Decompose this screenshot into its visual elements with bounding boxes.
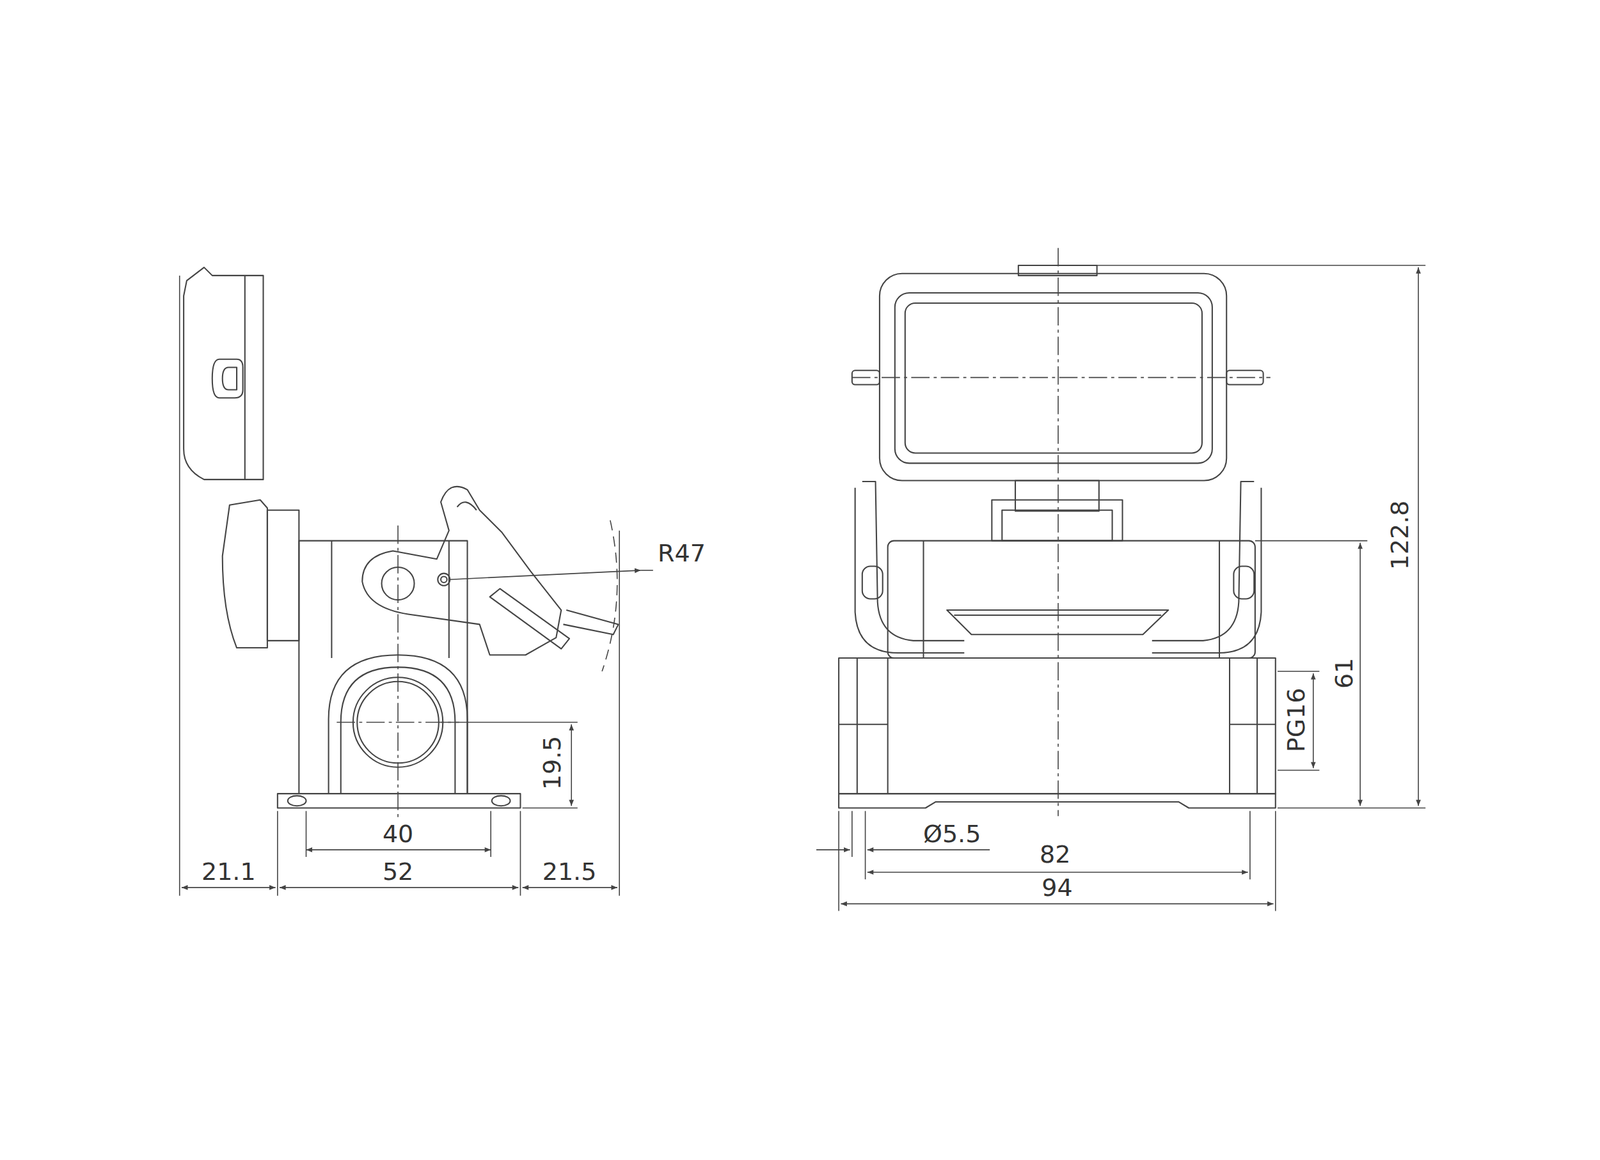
side-view-centerlines (336, 525, 459, 828)
locking-lever (437, 573, 450, 587)
front-view-housing (1218, 541, 1220, 659)
dimension-label: PG16 (1283, 686, 1311, 755)
locking-bail (1152, 481, 1262, 654)
locking-lever (490, 589, 570, 650)
dimension-label: 94 (1039, 875, 1075, 903)
front-view-centerlines (852, 377, 1271, 379)
side-view-cover (222, 367, 237, 390)
front-view-dimensions (816, 849, 851, 851)
side-view-dimensions (522, 887, 618, 889)
locking-bail (862, 566, 883, 599)
front-view-dimensions (1255, 540, 1368, 542)
front-view-dimensions (840, 903, 1274, 906)
locking-lever (440, 576, 448, 583)
front-view-dimensions (851, 811, 853, 858)
side-view-cover (267, 510, 299, 642)
side-view-centerlines (397, 525, 399, 828)
lever-swing-arc (601, 520, 618, 672)
side-view-dimensions (181, 887, 276, 889)
front-view-housing (838, 793, 1276, 808)
side-view-housing (491, 795, 511, 807)
front-view-dimensions (1097, 264, 1426, 267)
side-view-dimensions (306, 849, 492, 851)
front-view-dimensions (816, 265, 1426, 912)
locking-bail (1233, 566, 1254, 599)
locking-bail (1152, 488, 1262, 654)
front-view-dimensions (1277, 770, 1320, 772)
front-view-housing (838, 724, 888, 726)
side-view-dimensions (520, 811, 522, 896)
front-view-dimensions (1312, 673, 1315, 769)
front-view-dimensions (838, 811, 840, 911)
dimension-label: 82 (1037, 841, 1073, 869)
front-view-dimensions (1275, 811, 1277, 911)
side-view-housing (277, 793, 521, 808)
front-view-housing (838, 541, 1276, 809)
front-view-housing (1228, 658, 1231, 794)
front-view-dimensions (864, 811, 867, 880)
side-view-dimensions (179, 275, 181, 897)
side-view-dimensions (449, 570, 641, 580)
locking-lever (457, 502, 477, 511)
dimension-label: 21.5 (540, 859, 599, 887)
front-view-dimensions (1417, 267, 1419, 807)
front-view-dimensions (1359, 543, 1361, 807)
side-view-housing (448, 541, 450, 659)
technical-drawing (179, 248, 1426, 912)
dimension-label: 40 (380, 821, 416, 849)
dimension-label: 61 (1331, 656, 1359, 691)
front-view-dimensions (1277, 807, 1426, 810)
side-view-dimensions (440, 722, 578, 724)
dimension-label: 19.5 (539, 734, 567, 793)
lever-swing-arc (601, 520, 618, 672)
front-view-dimensions (1249, 811, 1251, 880)
front-view-housing (887, 658, 889, 794)
side-view-cover (244, 275, 246, 480)
side-view-dimensions (179, 275, 654, 897)
front-view-dimensions (1277, 671, 1320, 673)
front-view-centerlines (1057, 248, 1059, 817)
side-view-dimensions (522, 807, 578, 810)
locking-lever (362, 486, 618, 656)
side-view-dimensions (277, 811, 279, 896)
locking-lever (362, 486, 562, 656)
dimension-label: R47 (655, 540, 708, 568)
front-view-cover (1001, 510, 1112, 542)
side-view-cover (183, 267, 263, 480)
dimension-label: 52 (380, 859, 416, 887)
front-view-dimensions (867, 871, 1249, 874)
side-view-housing (277, 541, 521, 809)
dimension-label: 122.8 (1386, 499, 1414, 573)
locking-bail (855, 488, 965, 654)
locking-lever (562, 610, 618, 635)
front-view-cover (991, 500, 1123, 542)
front-view-housing (856, 658, 858, 794)
front-view-housing (1256, 658, 1258, 794)
front-view-housing (1229, 724, 1276, 726)
side-view-cover (183, 267, 299, 649)
front-view-cover (1015, 480, 1100, 512)
side-view-housing (298, 541, 468, 795)
side-view-housing (330, 541, 333, 659)
side-view-dimensions (279, 887, 519, 889)
side-view-cover (212, 359, 244, 399)
dimension-label: 21.1 (199, 859, 258, 887)
locking-bail (1152, 481, 1255, 642)
front-view-housing (838, 658, 1276, 794)
front-view-dimensions (867, 849, 990, 851)
side-view-housing (287, 795, 307, 807)
front-view-centerlines (852, 248, 1271, 817)
side-view-dimensions (641, 570, 654, 572)
dimension-label: Ø5.5 (921, 821, 983, 849)
locking-bail (862, 481, 965, 642)
side-view-cover (222, 500, 268, 649)
side-view-dimensions (618, 530, 620, 897)
side-view-dimensions (570, 724, 572, 807)
